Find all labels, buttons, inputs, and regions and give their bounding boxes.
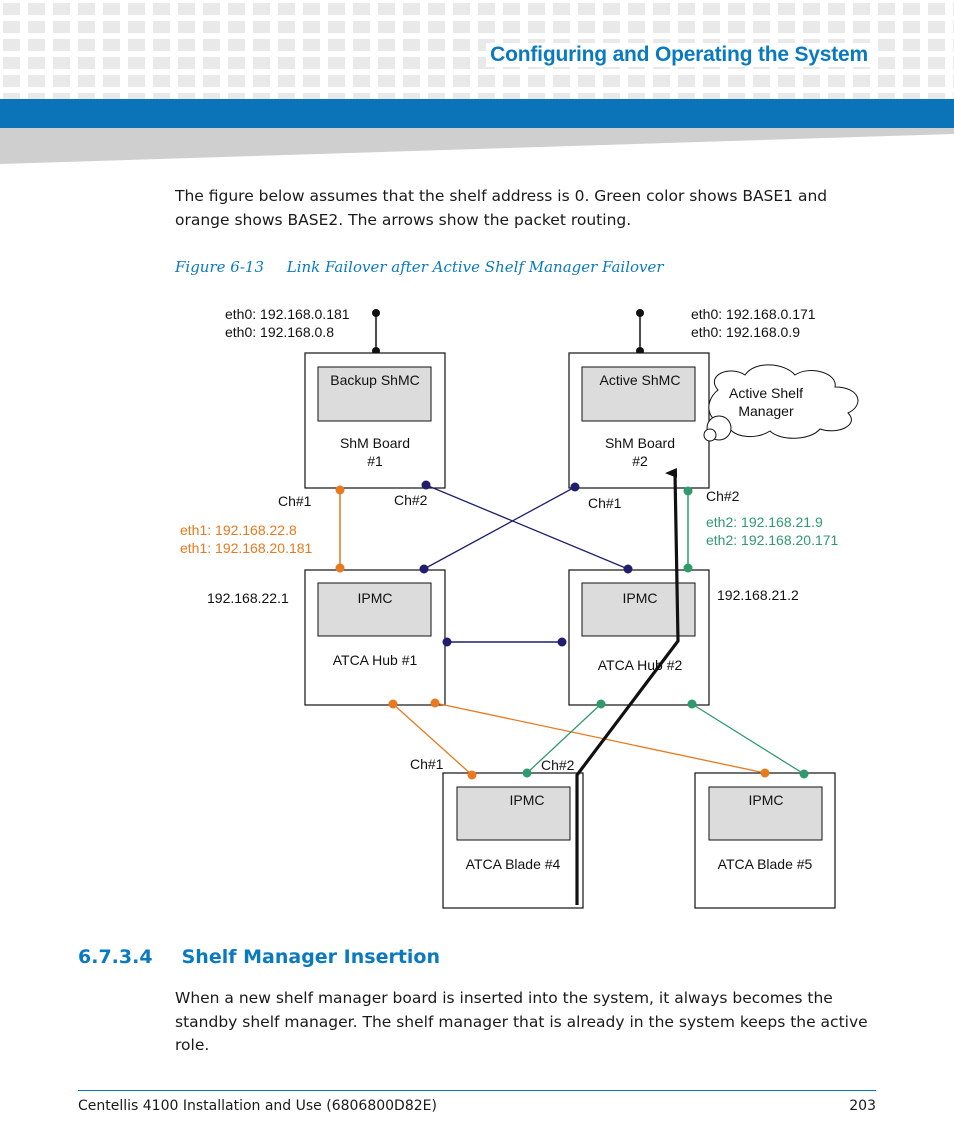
- green-node-hub2-top: [683, 563, 693, 573]
- figure-number: Figure 6-13: [175, 258, 264, 276]
- green-link-hub2-blade4: [526, 703, 602, 774]
- shm1-eth0-line1: eth0: 192.168.0.181: [225, 306, 350, 322]
- hub2-ipmc-label: IPMC: [623, 590, 658, 606]
- header-grey-wedge: [0, 128, 954, 164]
- navy-node-shm2: [570, 482, 580, 492]
- navy-node-hub2-top: [623, 564, 633, 574]
- shm2-ch2-label: Ch#2: [706, 488, 740, 504]
- blade4-ipmc-label: IPMC: [510, 792, 545, 808]
- figure-caption: Figure 6-13 Link Failover after Active S…: [175, 258, 664, 276]
- navy-link-shm2-hub1: [423, 486, 576, 570]
- orange-node-blade4: [467, 770, 477, 780]
- orange-link-hub1-blade5: [434, 702, 766, 774]
- navy-node-shm1: [421, 480, 431, 490]
- footer-doc-title: Centellis 4100 Installation and Use (680…: [78, 1098, 437, 1114]
- active-shelf-manager-cloud: [703, 364, 859, 442]
- shm2-board-line1: ShM Board: [605, 435, 675, 451]
- green-node-blade4: [522, 768, 532, 778]
- cloud-line2: Manager: [738, 403, 794, 419]
- shm2-ch1-label: Ch#1: [588, 495, 622, 511]
- blade4-ipmc-box: [456, 786, 571, 841]
- footer-page-number: 203: [849, 1098, 876, 1114]
- hub1-ip: 192.168.22.1: [207, 590, 289, 606]
- shm2-inner-box: [581, 366, 696, 422]
- shm1-eth0-line2: eth0: 192.168.0.8: [225, 324, 334, 340]
- shm2-eth2-line1: eth2: 192.168.21.9: [706, 514, 823, 530]
- figure-title: Link Failover after Active Shelf Manager…: [286, 258, 664, 276]
- blade5-label: ATCA Blade #5: [718, 856, 813, 872]
- section-heading: 6.7.3.4 Shelf Manager Insertion: [78, 946, 440, 968]
- shm1-ch1-label: Ch#1: [278, 493, 312, 509]
- shm2-inner-label: Active ShMC: [600, 372, 681, 388]
- shm1-ch2-label: Ch#2: [394, 492, 428, 508]
- footer-rule: [78, 1090, 876, 1091]
- shm2-eth2-line2: eth2: 192.168.20.171: [706, 532, 839, 548]
- blade5-ipmc-label: IPMC: [749, 792, 784, 808]
- blade4-ch2-label: Ch#2: [541, 757, 575, 773]
- orange-link-hub1-blade4: [392, 703, 473, 776]
- packet-routing-arrow: [575, 467, 680, 905]
- shm2-board-line2: #2: [632, 453, 648, 469]
- hub1-ipmc-label: IPMC: [358, 590, 393, 606]
- shm1-inner-label: Backup ShMC: [330, 372, 419, 388]
- navy-node-hub2-side: [557, 637, 567, 647]
- orange-node-hub1-bottom-a: [388, 699, 398, 709]
- hub1-label: ATCA Hub #1: [333, 652, 418, 668]
- navy-node-hub1-side: [442, 637, 452, 647]
- hub2-label: ATCA Hub #2: [598, 657, 683, 673]
- shm1-inner-box: [317, 366, 432, 422]
- shm2-antenna-dot: [636, 309, 644, 317]
- section-title: Shelf Manager Insertion: [181, 946, 440, 968]
- shm1-eth1-line1: eth1: 192.168.22.8: [180, 522, 297, 538]
- green-node-blade5: [799, 769, 809, 779]
- green-node-hub2-bottom-a: [596, 699, 606, 709]
- orange-node-blade5: [760, 768, 770, 778]
- intro-paragraph: The figure below assumes that the shelf …: [175, 187, 828, 229]
- orange-node-hub1-top: [335, 563, 345, 573]
- orange-node-hub1-bottom-b: [430, 698, 440, 708]
- cloud-line1: Active Shelf: [729, 385, 803, 401]
- blade4-ch1-label: Ch#1: [410, 756, 444, 772]
- green-node-hub2-bottom-b: [687, 699, 697, 709]
- blade4-label: ATCA Blade #4: [466, 856, 561, 872]
- hub1-ipmc-box: [317, 582, 432, 637]
- section-number: 6.7.3.4: [78, 946, 153, 968]
- green-link-hub2-blade5: [691, 703, 805, 775]
- shm1-board-line1: ShM Board: [340, 435, 410, 451]
- blade5-ipmc-box: [708, 786, 823, 841]
- navy-link-shm1-hub2: [425, 484, 629, 570]
- orange-node-shm1: [335, 485, 345, 495]
- header-blue-band: [0, 99, 954, 128]
- section-body: When a new shelf manager board is insert…: [175, 989, 868, 1054]
- shm1-board-line2: #1: [367, 453, 383, 469]
- shm2-eth0-line2: eth0: 192.168.0.9: [691, 324, 800, 340]
- navy-node-hub1-top: [419, 564, 429, 574]
- link-failover-diagram: eth0: 192.168.0.181 eth0: 192.168.0.8 et…: [180, 306, 859, 909]
- shm2-eth0-line1: eth0: 192.168.0.171: [691, 306, 816, 322]
- hub2-ip: 192.168.21.2: [717, 587, 799, 603]
- green-node-shm2: [683, 486, 693, 496]
- shm1-eth1-line2: eth1: 192.168.20.181: [180, 540, 313, 556]
- shm1-antenna-dot: [372, 309, 380, 317]
- running-header-title: Configuring and Operating the System: [486, 43, 872, 67]
